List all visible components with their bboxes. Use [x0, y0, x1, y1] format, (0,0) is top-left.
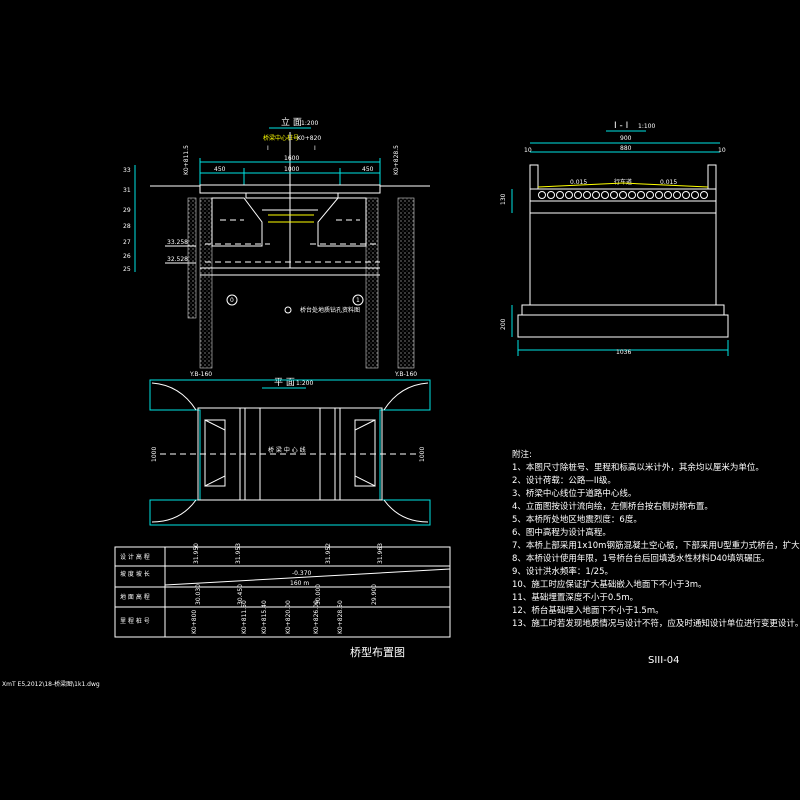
- cut-mark-left: I: [267, 145, 269, 152]
- scale-tick-0: 33: [123, 167, 131, 174]
- note-item-1: 2、设计荷载：公路—II级。: [512, 475, 616, 486]
- station-1: K0+811.50: [241, 600, 248, 634]
- station-5: K0+828.50: [337, 600, 344, 634]
- cut-mark-right: I: [314, 145, 316, 152]
- water-level-2: 32.528: [167, 256, 188, 263]
- dim-total: 1600: [284, 155, 299, 162]
- note-item-7: 8、本桥设计使用年限，1号桥台台后回填透水性材料D40填筑碾压。: [512, 553, 770, 564]
- ground-elev-3: 29.900: [371, 584, 378, 605]
- water-level-1: 33.258: [167, 239, 188, 246]
- note-item-3: 4、立面图按设计流向绘，左侧桥台按右侧对称布置。: [512, 501, 713, 512]
- section-dim-left-edge: 10: [524, 147, 532, 154]
- station-4: K0+826.00: [313, 600, 320, 634]
- scale-tick-6: 25: [123, 266, 131, 273]
- note-item-8: 9、设计洪水频率：1/25。: [512, 566, 613, 577]
- design-elev-0: 31.950: [193, 543, 200, 564]
- note-item-6: 7、本桥上部采用1x10m钢筋混凝土空心板，下部采用U型重力式桥台，扩大基础，地…: [512, 540, 800, 551]
- hollow-slab-voids: [538, 191, 708, 199]
- note-item-5: 6、图中高程为设计高程。: [512, 527, 611, 538]
- elevation-view: 立 面 1:200 桥梁中心桩号 K0+820 I I 1600 450 100…: [123, 116, 430, 378]
- table-row-label-2: 地 面 高 程: [120, 593, 150, 601]
- section-height-top: 130: [500, 193, 507, 205]
- section-height-body: 200: [500, 318, 507, 330]
- plan-width-left: 1000: [151, 447, 158, 462]
- station-label: 桥梁中心桩号: [263, 134, 299, 142]
- section-scale: 1:100: [638, 123, 655, 130]
- station-value: K0+820: [297, 135, 321, 142]
- slope-mid: 行车道: [614, 178, 632, 186]
- table-row-label-0: 设 计 高 程: [120, 553, 150, 561]
- section-dim-inner: 880: [620, 145, 632, 152]
- station-0: K0+800: [191, 610, 198, 634]
- ground-elev-0: 30.030: [195, 584, 202, 605]
- station-2: K0+815.40: [261, 600, 268, 634]
- pier-label-0: 0: [230, 297, 234, 304]
- scale-tick-4: 27: [123, 239, 131, 246]
- note-item-0: 1、本图尺寸除桩号、里程和标高以米计外，其余均以厘米为单位。: [512, 462, 764, 473]
- notes-heading: 附注:: [512, 449, 532, 460]
- note-item-2: 3、桥梁中心线位于道路中心线。: [512, 488, 636, 499]
- table-row-label-1: 坡 度 坡 长: [120, 570, 150, 578]
- table-slope-length: 160 m: [290, 580, 309, 587]
- slope-right: 0.015: [660, 179, 677, 186]
- geology-note: 桥台处地质钻孔资料图: [300, 306, 360, 314]
- left-abutment-station: K0+811.5: [183, 145, 190, 175]
- note-item-4: 5、本桥所处地区地震烈度：6度。: [512, 514, 642, 525]
- note-item-11: 12、桥台基础埋入地面下不小于1.5m。: [512, 605, 664, 616]
- table-row-label-3: 里 程 桩 号: [120, 617, 150, 625]
- notes-block: 附注: 1、本图尺寸除桩号、里程和标高以米计外，其余均以厘米为单位。 2、设计荷…: [512, 449, 800, 629]
- scale-tick-1: 31: [123, 187, 131, 194]
- dim-right: 450: [362, 166, 374, 173]
- scale-tick-3: 28: [123, 223, 131, 230]
- design-elev-1: 31.953: [235, 543, 242, 564]
- plan-scale: 1:200: [296, 380, 313, 387]
- design-elev-3: 31.963: [377, 543, 384, 564]
- drawing-number: SIII-04: [648, 655, 680, 666]
- plan-center-label: 桥 梁 中 心 线: [268, 446, 306, 454]
- pier-label-1: 1: [356, 297, 360, 304]
- file-path: XmT E5,2012\18-桥梁图\1k1.dwg: [2, 680, 100, 688]
- plan-width-right: 1000: [419, 447, 426, 462]
- note-item-9: 10、施工时应保证扩大基础嵌入地面下不小于3m。: [512, 579, 707, 590]
- bottom-right-label: Y.B-160: [394, 371, 417, 378]
- section-dim-bottom: 1036: [616, 349, 631, 356]
- note-item-10: 11、基础埋置深度不小于0.5m。: [512, 592, 638, 603]
- elevation-title: 立 面: [281, 116, 302, 128]
- design-elev-2: 31.952: [325, 543, 332, 564]
- section-title: I - I: [614, 121, 628, 131]
- profile-table: 设 计 高 程 坡 度 坡 长 地 面 高 程 里 程 桩 号 -0.370 1…: [114, 543, 451, 638]
- right-abutment-station: K0+828.5: [393, 145, 400, 175]
- bottom-left-label: Y.B-160: [189, 371, 212, 378]
- section-view: I - I 1:100 900 880 10 10 0.015 行车道 0.01…: [500, 121, 729, 356]
- slope-left: 0.015: [570, 179, 587, 186]
- scale-tick-5: 26: [123, 253, 131, 260]
- ground-elev-1: 30.450: [237, 584, 244, 605]
- note-item-12: 13、施工时若发现地质情况与设计不符，应及时通知设计单位进行变更设计。: [512, 618, 800, 629]
- dim-left: 450: [214, 166, 226, 173]
- ground-elev-2: 30.000: [315, 584, 322, 605]
- scale-tick-2: 29: [123, 207, 131, 214]
- plan-title: 平 面: [274, 377, 295, 388]
- station-3: K0+820.00: [285, 600, 292, 634]
- plan-view: 平 面 1:200 桥 梁 中 心 线 1000 1000: [149, 377, 431, 526]
- elevation-scale: 1:200: [301, 120, 318, 127]
- section-dim-top: 900: [620, 135, 632, 142]
- drawing-main-title: 桥型布置图: [350, 645, 405, 659]
- section-dim-right-edge: 10: [718, 147, 726, 154]
- table-slope: -0.370: [292, 570, 312, 577]
- dim-mid: 1000: [284, 166, 299, 173]
